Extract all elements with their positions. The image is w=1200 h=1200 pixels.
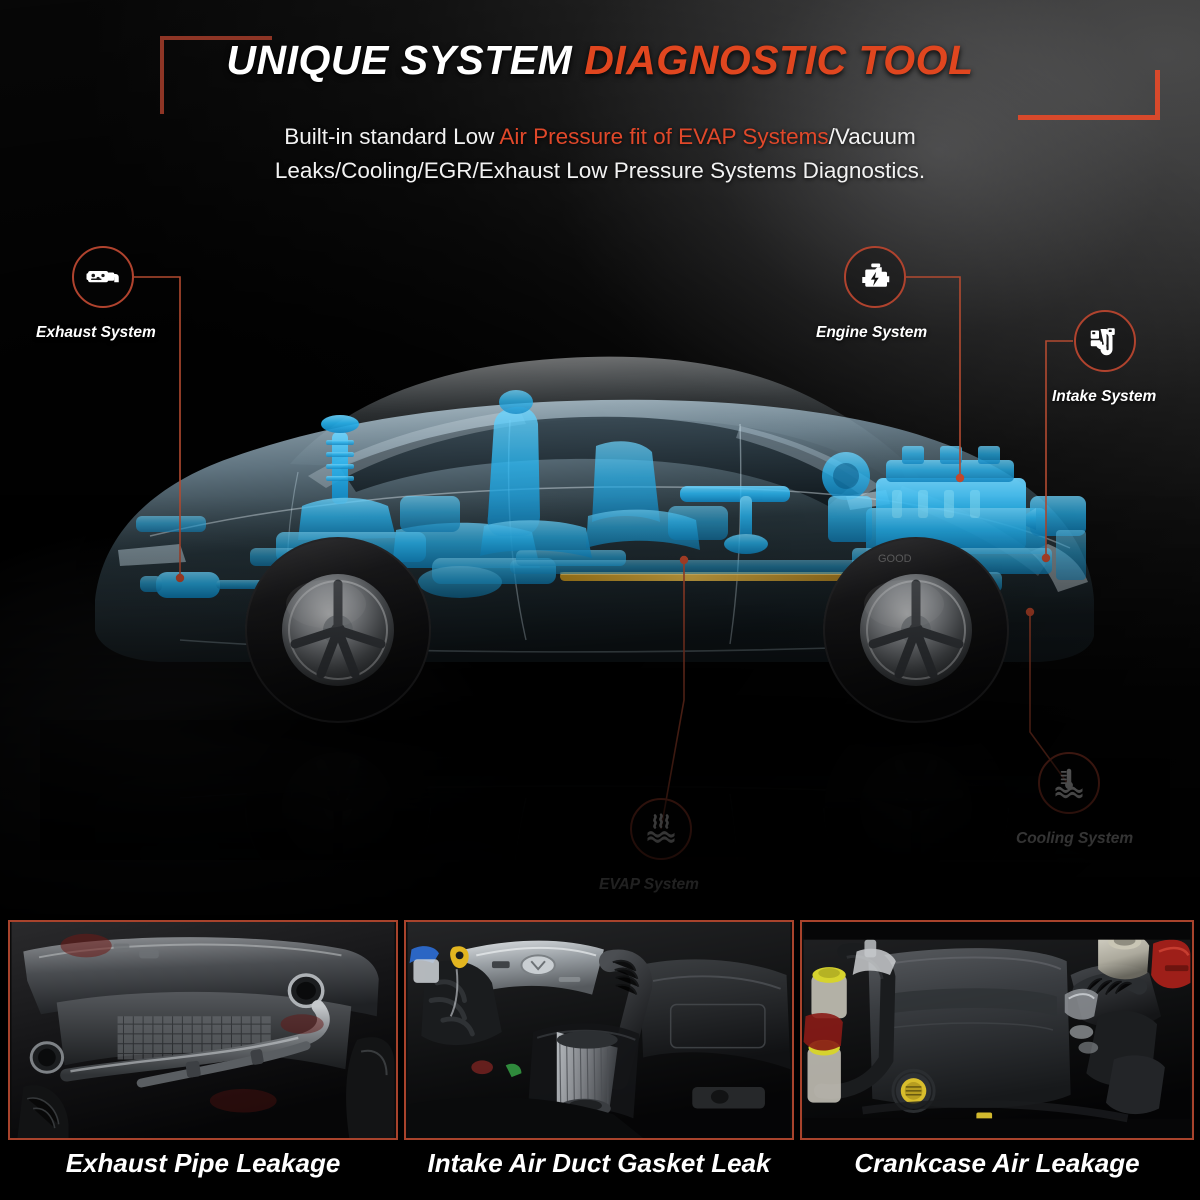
decor-bracket-top-left [160, 36, 272, 114]
callout-cooling-system[interactable]: Cooling System [1016, 752, 1200, 862]
decor-bracket-bottom-right [1018, 70, 1160, 120]
coolant-temperature-icon [1055, 768, 1083, 799]
photo-caption-intake-duct: Intake Air Duct Gasket Leak [427, 1148, 771, 1178]
cooling-system-label: Cooling System [1016, 830, 1134, 847]
xray-car-illustration: GOOD [40, 300, 1170, 860]
evap-system-badge[interactable] [630, 798, 692, 860]
evap-system-label: EVAP System [599, 876, 699, 893]
intake-pipe-icon [1090, 328, 1115, 356]
callout-evap-system[interactable]: EVAP System [599, 798, 810, 908]
title-white-part: UNIQUE SYSTEM [226, 37, 585, 83]
photo-card-intake-duct[interactable]: Intake Air Duct Gasket Leak [404, 920, 794, 1178]
leak-examples-strip: Exhaust Pipe Leakage [0, 915, 1200, 1200]
intake-system-badge[interactable] [1074, 310, 1136, 372]
exhaust-system-badge[interactable] [72, 246, 134, 308]
photo-frame [404, 920, 794, 1140]
callout-engine-system[interactable]: Engine System [816, 246, 1064, 356]
callout-exhaust-system[interactable]: Exhaust System [36, 246, 312, 356]
exhaust-system-label: Exhaust System [36, 324, 156, 341]
photo-card-exhaust-pipe[interactable]: Exhaust Pipe Leakage [8, 920, 398, 1178]
check-engine-icon [862, 263, 890, 287]
engine-system-badge[interactable] [844, 246, 906, 308]
callout-intake-system[interactable]: Intake System [1052, 310, 1200, 420]
page-title: UNIQUE SYSTEM DIAGNOSTIC TOOL [0, 37, 1200, 83]
photo-frame [800, 920, 1194, 1140]
engine-system-label: Engine System [816, 324, 928, 341]
title-accent-part: DIAGNOSTIC TOOL [584, 37, 974, 83]
subtitle-post: /Vacuum Leaks/Cooling/EGR/Exhaust Low Pr… [274, 124, 926, 184]
photo-caption-exhaust-pipe: Exhaust Pipe Leakage [65, 1148, 341, 1178]
photo-card-crankcase[interactable]: Crankcase Air Leakage [800, 920, 1194, 1178]
photo-frame [8, 920, 398, 1140]
photo-caption-crankcase: Crankcase Air Leakage [854, 1148, 1140, 1178]
subtitle-highlight: Air Pressure fit of EVAP Systems [499, 124, 829, 149]
hero-section: GOOD [0, 0, 1200, 915]
photo-exhaust-underbody [11, 922, 395, 1138]
intake-system-label: Intake System [1052, 388, 1157, 405]
cooling-system-badge[interactable] [1038, 752, 1100, 814]
evap-vapor-icon [647, 813, 675, 843]
photo-engine-bay-intake [407, 922, 791, 1138]
exhaust-muffler-icon [86, 271, 119, 283]
page-subtitle: Built-in standard Low Air Pressure fit o… [230, 120, 970, 188]
photo-engine-bay-crankcase [803, 922, 1191, 1138]
subtitle-pre: Built-in standard Low [284, 124, 500, 149]
